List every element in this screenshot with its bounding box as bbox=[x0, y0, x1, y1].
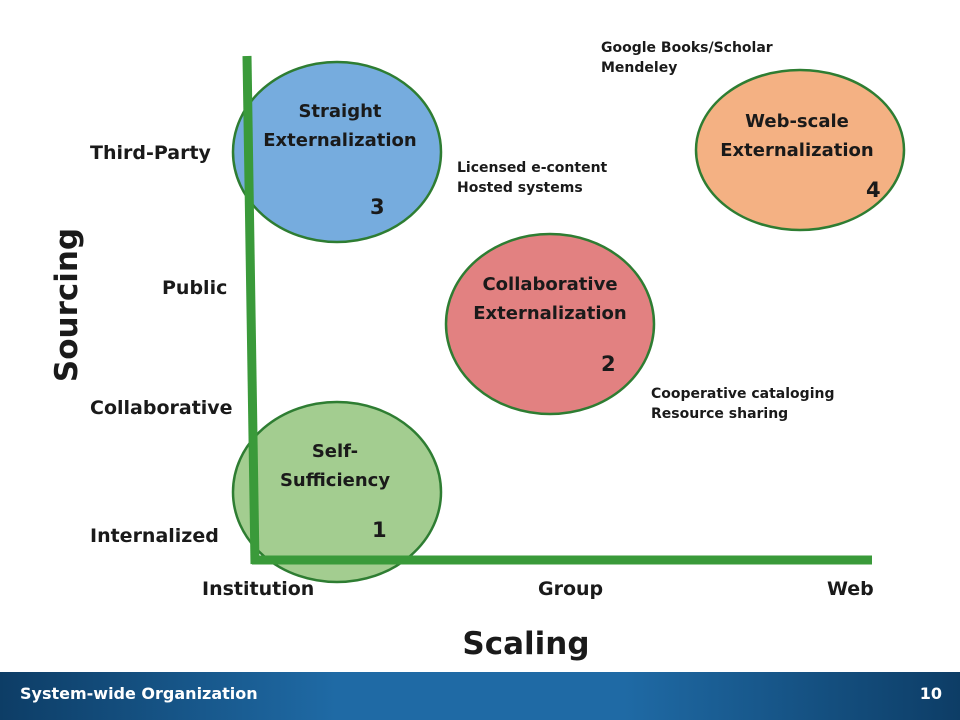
x-axis-title: Scaling bbox=[462, 626, 590, 662]
y-label-third-party: Third-Party bbox=[90, 142, 211, 164]
y-label-internalized: Internalized bbox=[90, 525, 219, 547]
bubble-2-line2: Externalization bbox=[473, 303, 627, 324]
y-label-collaborative: Collaborative bbox=[90, 397, 233, 419]
bubble-4-number: 4 bbox=[866, 178, 881, 202]
note-licensed-e-content: Licensed e-content Hosted systems bbox=[457, 160, 608, 196]
bubble-3-number: 3 bbox=[370, 195, 385, 219]
bubble-1-label: Self- Sufficiency bbox=[235, 437, 435, 495]
bubble-4-line2: Externalization bbox=[720, 140, 874, 161]
page-number: 10 bbox=[919, 684, 942, 703]
bubble-1-number: 1 bbox=[372, 518, 387, 542]
bubble-web-scale-externalization bbox=[694, 68, 906, 232]
bubble-3-line2: Externalization bbox=[263, 130, 417, 151]
bubble-collaborative-externalization bbox=[444, 232, 656, 416]
bubble-2-line1: Collaborative bbox=[482, 274, 618, 295]
x-label-group: Group bbox=[538, 578, 604, 600]
bubble-straight-externalization bbox=[231, 60, 443, 244]
note-google-books: Google Books/Scholar Mendeley bbox=[601, 40, 773, 76]
x-label-institution: Institution bbox=[202, 578, 315, 600]
bubble-2-number: 2 bbox=[601, 352, 616, 376]
note-cooperative-cataloging: Cooperative cataloging Resource sharing bbox=[651, 386, 835, 422]
footer-bar: System-wide Organization 10 bbox=[0, 672, 960, 720]
bubble-3-line1: Straight bbox=[298, 101, 382, 122]
y-label-public: Public bbox=[162, 277, 228, 299]
bubble-3-label: Straight Externalization bbox=[240, 97, 440, 155]
bubble-4-line1: Web-scale bbox=[745, 111, 849, 132]
bubble-1-line2: Sufficiency bbox=[279, 470, 391, 491]
bubble-4-label: Web-scale Externalization bbox=[692, 107, 902, 165]
footer-title: System-wide Organization bbox=[20, 684, 258, 703]
y-axis-title: Sourcing bbox=[49, 227, 85, 383]
x-label-web: Web bbox=[827, 578, 874, 600]
bubble-1-line1: Self- bbox=[311, 441, 359, 462]
y-axis-line bbox=[242, 55, 260, 565]
diagram-canvas bbox=[231, 55, 906, 584]
bubble-self-sufficiency bbox=[231, 400, 443, 584]
bubble-2-label: Collaborative Externalization bbox=[440, 270, 660, 328]
